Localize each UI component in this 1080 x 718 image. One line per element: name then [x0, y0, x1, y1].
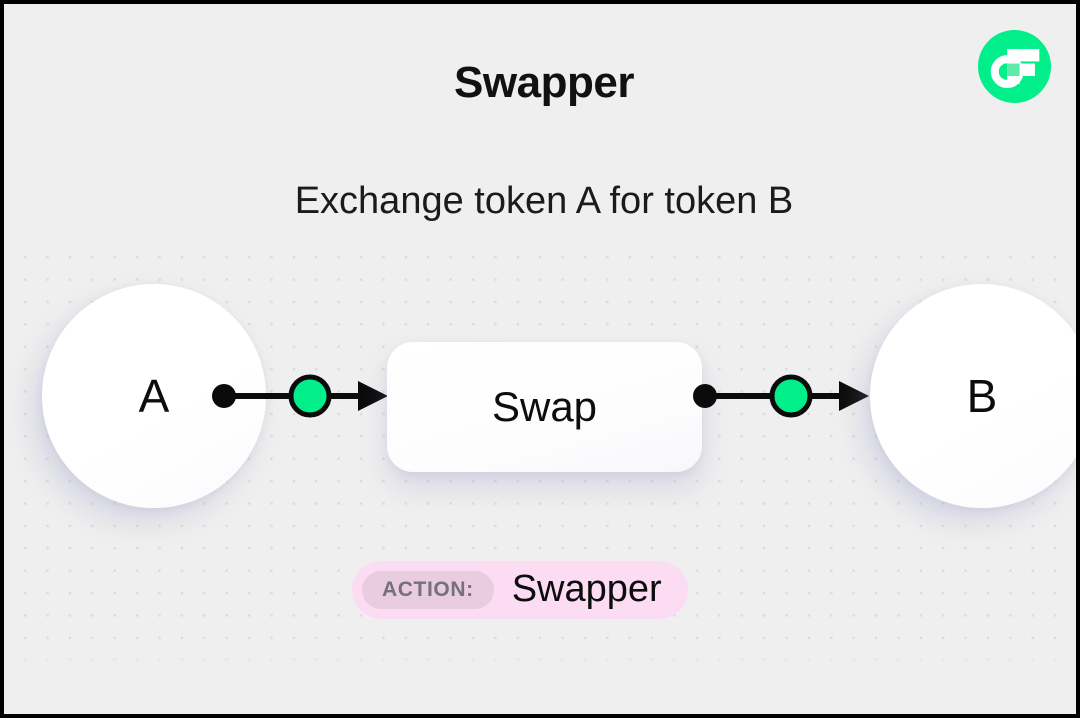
page-title: Swapper — [454, 58, 634, 107]
diagram-node-swap[interactable]: Swap — [387, 342, 702, 472]
diagram-node-token-b[interactable]: B — [870, 284, 1076, 508]
action-badge: ACTION: Swapper — [352, 561, 688, 619]
page-subtitle: Exchange token A for token B — [294, 180, 794, 222]
swap-flow-diagram: A Swap — [4, 284, 1076, 534]
flow-logo-icon — [978, 30, 1051, 103]
diagram-edge-a-to-swap — [206, 370, 396, 422]
diagram-edge-swap-to-b — [687, 370, 877, 422]
action-badge-key: ACTION: — [362, 571, 494, 609]
action-badge-value: Swapper — [511, 567, 662, 610]
